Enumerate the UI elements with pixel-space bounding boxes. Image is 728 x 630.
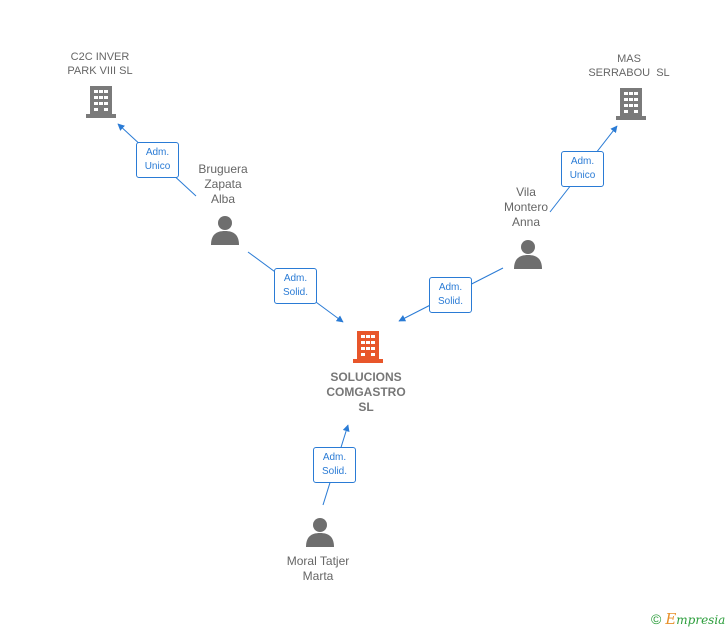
company-name-line: C2C INVER [70,51,130,63]
footer-brand[interactable]: ©Empresia [651,610,725,628]
company-name-line: SL [358,400,374,414]
person-name-line: Bruguera [198,162,248,176]
role-line: Adm. [438,282,463,293]
role-line: Adm. [322,452,347,463]
edge-label-vila-solucions[interactable]: Adm. Solid. [429,277,472,313]
company-name-line: COMGASTRO [326,385,406,399]
person-name-line: Zapata [204,177,242,191]
role-line: Solid. [282,287,308,298]
company-label-solucions[interactable]: SOLUCIONS COMGASTRO SL [318,370,414,415]
edge-label-moral-solucions[interactable]: Adm. Solid. [313,447,356,483]
building-icon[interactable] [86,86,116,118]
person-name-line: Anna [511,215,541,229]
building-icon[interactable] [616,88,646,120]
person-label-bruguera[interactable]: Bruguera Zapata Alba [183,162,263,207]
person-name-line: Montero [503,200,549,214]
edge-label-bruguera-c2c[interactable]: Adm. Unico [136,142,179,178]
role-line: Adm. [283,273,308,284]
company-label-c2c[interactable]: C2C INVER PARK VIII SL [55,50,145,78]
role-line: Solid. [321,466,347,477]
edge-label-vila-mas[interactable]: Adm. Unico [561,151,604,187]
person-label-vila[interactable]: Vila Montero Anna [486,185,566,230]
company-name-line: PARK VIII SL [67,65,133,77]
role-line: Unico [569,170,596,181]
company-label-mas[interactable]: MAS SERRABOU SL [578,52,680,80]
company-name-line: SERRABOU SL [588,67,670,79]
role-line: Solid. [437,296,463,307]
person-icon[interactable] [211,216,239,245]
company-name-line: MAS [617,53,641,65]
brand-name: mpresia [676,613,726,627]
person-name-line: Alba [210,192,236,206]
person-name-line: Marta [302,569,334,583]
copyright-icon: © [651,611,662,627]
brand-initial: E [665,610,677,628]
person-label-moral[interactable]: Moral Tatjer Marta [272,554,364,584]
person-icon[interactable] [514,240,542,269]
person-name-line: Moral Tatjer [286,554,350,568]
role-line: Adm. [145,147,170,158]
person-name-line: Vila [516,185,536,199]
company-name-line: SOLUCIONS [330,370,402,384]
center-building-icon[interactable] [353,331,383,363]
role-line: Adm. [570,156,595,167]
person-icon[interactable] [306,518,334,547]
role-line: Unico [144,161,171,172]
edge-label-bruguera-solucions[interactable]: Adm. Solid. [274,268,317,304]
